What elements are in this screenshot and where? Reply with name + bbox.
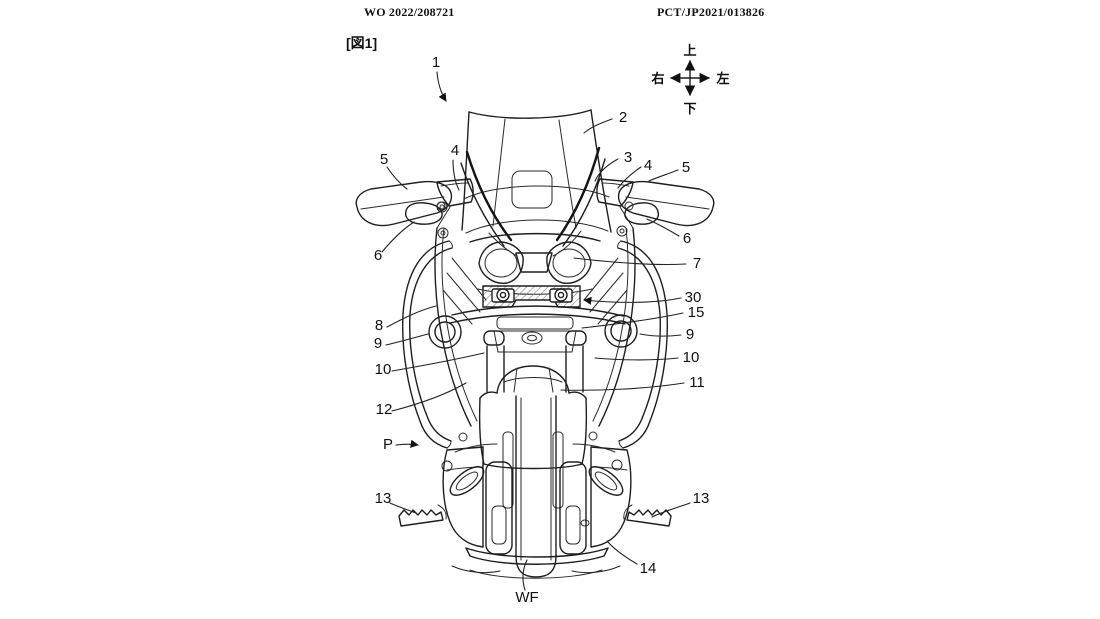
compass-down-label: 下: [683, 101, 696, 116]
ref-label-13: 13: [693, 490, 710, 507]
ref-label-8: 8: [375, 317, 383, 334]
front-face: [469, 230, 601, 273]
lower-cowl: [441, 431, 632, 565]
ref-label-3: 3: [624, 149, 632, 166]
ref-label-9: 9: [686, 326, 694, 343]
ref-label-13: 13: [375, 490, 392, 507]
crash-bar-right: [617, 240, 669, 449]
side-fairing-left: [434, 201, 487, 427]
handlebar-cover: [449, 305, 626, 325]
windscreen: [460, 109, 612, 247]
ref-label-7: 7: [693, 255, 701, 272]
ref-label-11: 11: [689, 374, 705, 391]
mirror-left: [355, 180, 453, 227]
compass-right-label: 左: [716, 71, 729, 86]
footpeg-right: [623, 504, 672, 527]
ref-label-1: 1: [432, 54, 440, 71]
fog-lamps: [428, 314, 638, 349]
crash-bar-left: [401, 240, 453, 449]
ref-label-P: P: [383, 436, 393, 453]
ref-label-6: 6: [683, 230, 691, 247]
mirror-right: [617, 180, 715, 227]
side-fairing-right: [583, 206, 636, 427]
front-fender: [478, 365, 588, 509]
compass-up-label: 上: [683, 43, 696, 58]
ref-label-4: 4: [644, 157, 652, 174]
ref-label-10: 10: [375, 361, 392, 378]
ref-label-9: 9: [374, 335, 382, 352]
ref-label-WF: WF: [515, 589, 538, 606]
ref-label-2: 2: [619, 109, 627, 126]
ref-label-5: 5: [682, 159, 690, 176]
front-bracket: [482, 285, 581, 308]
leader-lines: [381, 71, 691, 591]
compass-left-label: 右: [650, 71, 664, 86]
footpeg-left: [398, 504, 447, 527]
ref-label-4: 4: [451, 142, 459, 159]
fork-tubes: [486, 345, 584, 393]
ref-label-5: 5: [380, 151, 388, 168]
ref-label-15: 15: [688, 304, 705, 321]
application-number: PCT/JP2021/013826: [657, 5, 765, 19]
fork-sliders: [485, 461, 587, 555]
ref-label-12: 12: [376, 401, 393, 418]
publication-number: WO 2022/208721: [364, 5, 455, 19]
ref-label-30: 30: [685, 289, 702, 306]
ref-label-10: 10: [683, 349, 700, 366]
orientation-compass: 上 下 右 左: [650, 43, 729, 116]
ref-label-6: 6: [374, 247, 382, 264]
motorcycle-drawing: [355, 109, 715, 579]
ref-label-14: 14: [640, 560, 657, 577]
figure-tag: [図1]: [346, 35, 378, 51]
triple-clamp: [483, 316, 587, 353]
